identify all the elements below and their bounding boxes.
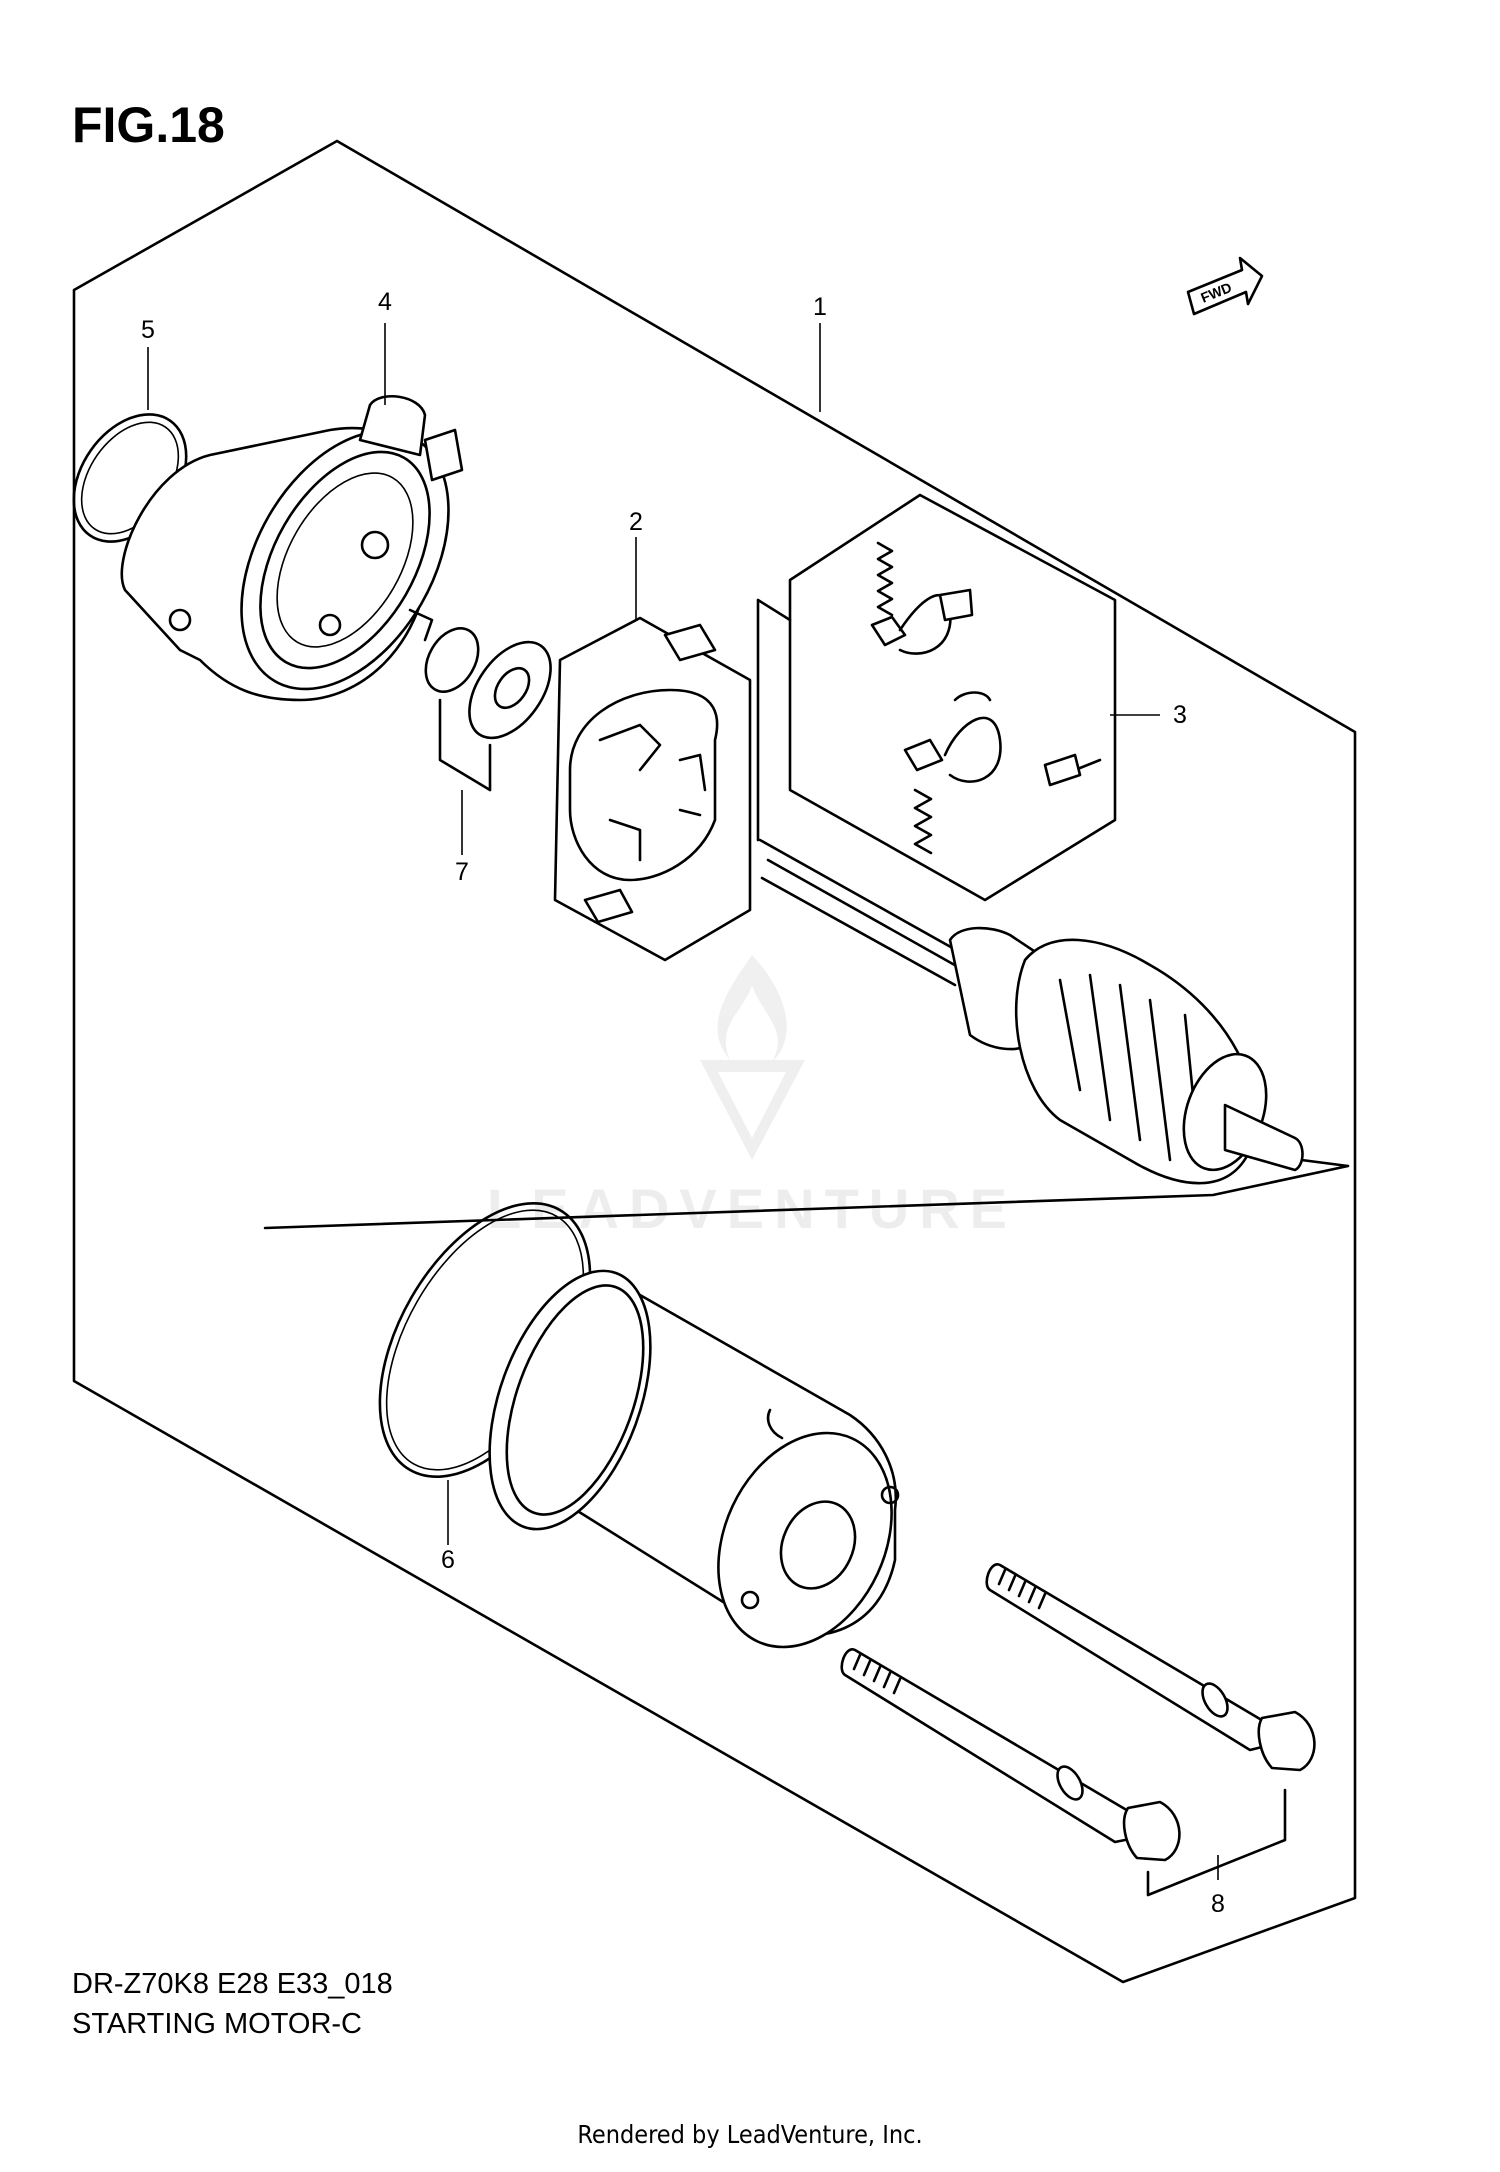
part-2-brush-holder [553,616,752,962]
armature [758,838,1304,1185]
part-8-through-bolts [840,1563,1316,1897]
fwd-arrow-icon: FWD [1186,256,1264,316]
callout-8: 8 [1211,1890,1225,1918]
part-7-washers [424,627,552,792]
callout-1: 1 [813,293,827,321]
leadventure-watermark: LEADVENTURE [487,955,1017,1240]
assembly-outline [72,139,1357,1984]
footer-credit: Rendered by LeadVenture, Inc. [577,2120,923,2149]
figure-title: FIG.18 [72,97,225,153]
callout-7: 7 [455,858,469,886]
callout-5: 5 [141,316,155,344]
callout-2: 2 [629,508,643,536]
callout-6: 6 [441,1546,455,1574]
model-code-caption: DR-Z70K8 E28 E33_018 [72,1968,393,2000]
callout-3: 3 [1173,701,1187,729]
motor-yoke [488,1269,900,1649]
callout-4: 4 [378,288,392,316]
part-4-front-housing [120,395,464,702]
leader-lines [147,323,1219,1880]
part-3-brush-kit [756,493,1117,902]
section-name-caption: STARTING MOTOR-C [72,2008,362,2040]
watermark-text: LEADVENTURE [487,1177,1017,1240]
